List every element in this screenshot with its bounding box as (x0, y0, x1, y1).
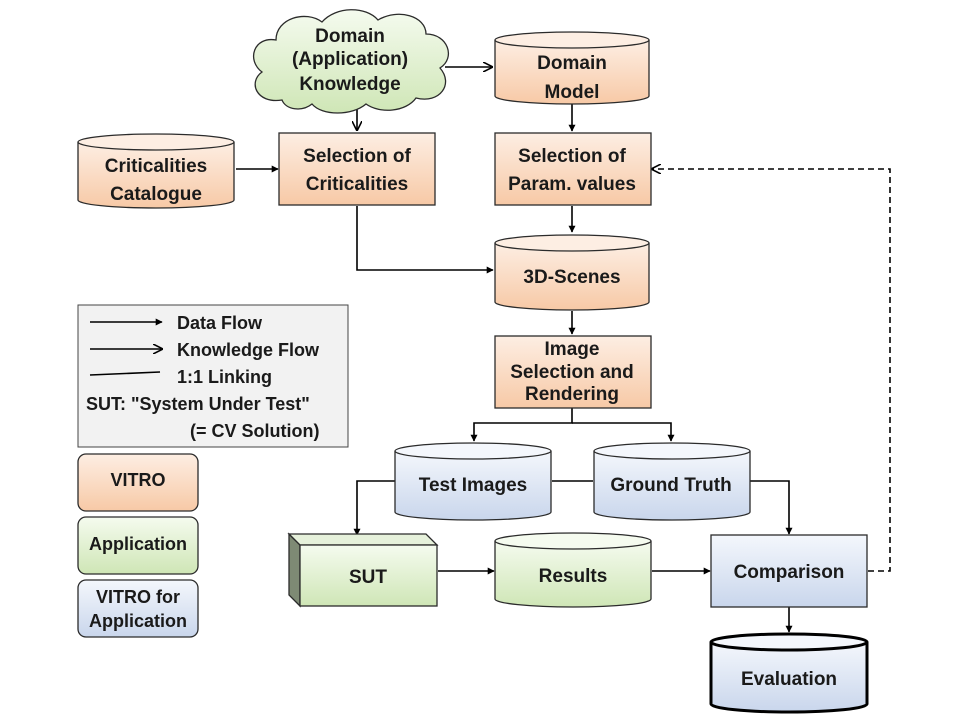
legend-vitro-label: VITRO (110, 470, 165, 490)
edge-test-images-to-sut (353, 480, 395, 536)
test-images-label: Test Images (419, 475, 527, 496)
legend-knowledge-flow: Knowledge Flow (177, 340, 320, 360)
legend-box (77, 304, 349, 448)
node-domain-model: Domain Model (494, 31, 650, 105)
legend-data-flow: Data Flow (177, 313, 263, 333)
edge-image-selection-to-ground-truth (572, 422, 675, 442)
edge-feedback-comparison-to-param-values (652, 169, 891, 572)
evaluation-label: Evaluation (741, 669, 837, 690)
criticalities-catalogue-line2: Catalogue (110, 184, 202, 205)
domain-knowledge-line1: Domain (315, 26, 385, 47)
legend-linking-line (89, 371, 161, 376)
comparison-label: Comparison (734, 562, 845, 583)
legend-sut-line2: (= CV Solution) (190, 421, 320, 441)
selection-param-values-line2: Param. values (508, 174, 636, 195)
edge-ground-truth-to-comparison (750, 480, 793, 535)
results-label: Results (539, 566, 608, 587)
node-evaluation: Evaluation (709, 632, 869, 714)
3d-scenes-label: 3D-Scenes (523, 267, 620, 288)
node-criticalities-catalogue: Criticalities Catalogue (77, 133, 235, 209)
legend-application-label: Application (89, 534, 187, 554)
ground-truth-label: Ground Truth (610, 475, 731, 496)
selection-criticalities-line1: Selection of (303, 146, 411, 167)
legend: Data Flow Knowledge Flow 1:1 Linking SUT… (77, 304, 349, 638)
node-3d-scenes: 3D-Scenes (494, 234, 650, 311)
node-comparison: Comparison (710, 534, 868, 608)
node-results: Results (494, 532, 652, 608)
image-selection-line1: Image (545, 339, 600, 360)
edges (236, 67, 891, 633)
criticalities-catalogue-line1: Criticalities (105, 156, 207, 177)
domain-model-line2: Model (545, 82, 600, 103)
legend-vitro-app-line2: Application (89, 611, 187, 631)
image-selection-line2: Selection and (510, 362, 634, 383)
legend-application-swatch (77, 516, 199, 575)
legend-vitro-swatch (77, 453, 199, 512)
selection-criticalities-line2: Criticalities (306, 174, 408, 195)
node-selection-param-values: Selection of Param. values (494, 132, 652, 206)
node-image-selection-rendering: Image Selection and Rendering (494, 335, 652, 409)
node-ground-truth: Ground Truth (593, 442, 751, 521)
edge-criticalities-to-3d-scenes (356, 206, 494, 274)
domain-model-line1: Domain (537, 53, 607, 74)
node-selection-criticalities: Selection of Criticalities (278, 132, 436, 206)
domain-knowledge-line3: Knowledge (299, 74, 400, 95)
sut-label: SUT (349, 567, 387, 588)
image-selection-line3: Rendering (525, 384, 619, 405)
legend-linking: 1:1 Linking (177, 367, 272, 387)
selection-param-values-line1: Selection of (518, 146, 626, 167)
domain-knowledge-line2: (Application) (292, 49, 408, 70)
node-test-images: Test Images (394, 442, 552, 521)
legend-sut-line1: SUT: "System Under Test" (86, 394, 310, 414)
node-domain-knowledge: Domain (Application) Knowledge (252, 9, 450, 114)
legend-vitro-app-line1: VITRO for (96, 587, 180, 607)
legend-vitro-app-swatch (77, 579, 199, 638)
edge-image-selection-to-test-images (470, 408, 573, 442)
node-sut: SUT (287, 532, 439, 608)
